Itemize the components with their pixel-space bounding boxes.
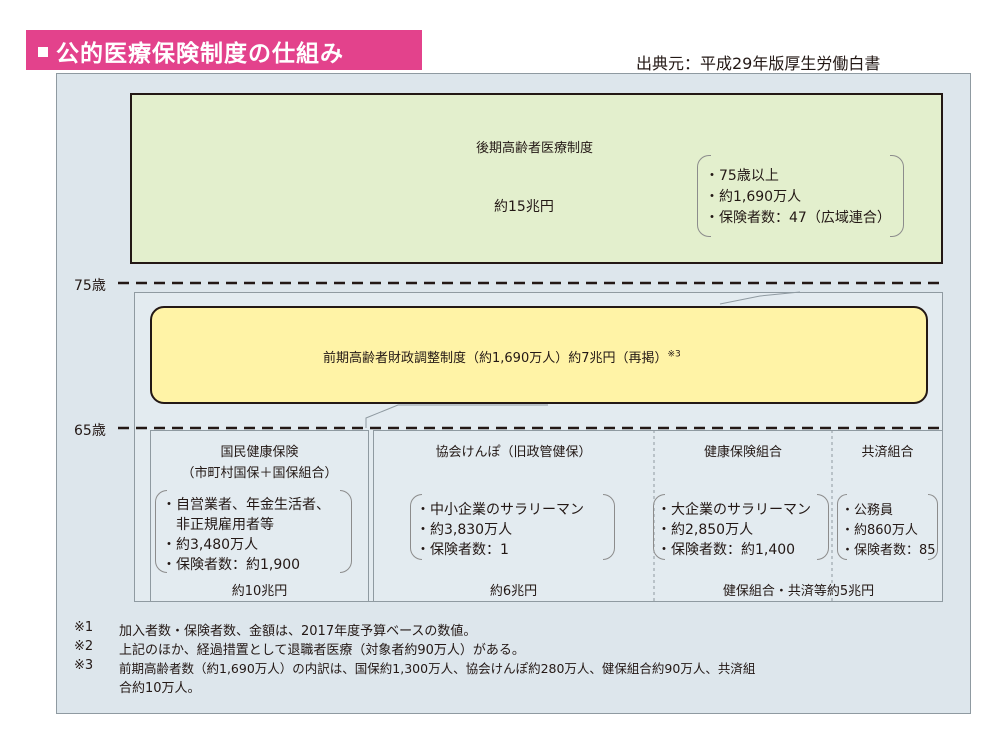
note-mark: ※1 [74, 620, 94, 635]
kenpo-name: 協会けんぽ（旧政管健保） [435, 445, 592, 460]
early-elderly-note-mark: ※3 [667, 349, 681, 360]
kumiai-name: 健康保険組合 [703, 445, 782, 460]
late-elderly-box [130, 93, 943, 264]
page-title: 公的医療保険制度の仕組み [38, 34, 344, 68]
nhi-bullet: ・自営業者、年金生活者、 [162, 497, 330, 513]
kenpo-bullet: ・約3,830万人 [416, 522, 513, 538]
nhi-bullet: ・保険者数：約1,900 [162, 557, 301, 573]
connector-left [365, 404, 548, 428]
note-mark: ※3 [74, 658, 94, 673]
late-bullet: ・約1,690万人 [705, 189, 802, 205]
late-bullet: ・保険者数：47（広域連合） [705, 210, 891, 226]
kumiai-brace-right [817, 494, 829, 560]
early-elderly-box [150, 306, 928, 404]
nhi-bullet: 非正規雇用者等 [162, 517, 274, 533]
kumiai-bullet: ・約2,850万人 [657, 522, 754, 538]
age-65-label: 65歳 [74, 423, 106, 439]
nhi-name-sub: （市町村国保＋国保組合） [181, 466, 338, 481]
kenpo-bullet: ・中小企業のサラリーマン [416, 502, 584, 518]
employee-box [373, 430, 943, 602]
note-text: 前期高齢者数（約1,690万人）の内訳は、国保約1,300万人、協会けんぽ約28… [119, 661, 756, 676]
kenpo-bullet: ・保険者数：1 [416, 542, 509, 558]
kenpo-amount: 約6兆円 [489, 584, 538, 599]
note-text: 加入者数・保険者数、金額は、2017年度予算ベースの数値。 [119, 624, 477, 639]
late-elderly-amount: 約15兆円 [494, 199, 554, 215]
kyosai-bullet: ・約860万人 [841, 523, 918, 538]
note-mark: ※2 [74, 639, 94, 654]
nhi-box [150, 430, 369, 602]
kyosai-bullet: ・公務員 [841, 503, 894, 518]
late-elderly-name: 後期高齢者医療制度 [476, 141, 594, 156]
kumiai-bullet: ・大企業のサラリーマン [657, 502, 811, 518]
combined-amount: 健保組合・共済等約5兆円 [722, 584, 875, 599]
nhi-name: 国民健康保険 [220, 445, 299, 460]
note-text: 上記のほか、経過措置として退職者医療（対象者約90万人）がある。 [119, 643, 525, 658]
late-bullet: ・75歳以上 [705, 168, 779, 184]
age-75-label: 75歳 [74, 278, 106, 294]
note-text: 合約10万人。 [119, 681, 201, 696]
nhi-bullet: ・約3,480万人 [162, 537, 259, 553]
nhi-amount: 約10兆円 [231, 584, 288, 599]
kenpo-brace-right [603, 494, 615, 560]
page-title-text: 公的医療保険制度の仕組み [56, 41, 344, 67]
kyosai-name: 共済組合 [861, 445, 914, 460]
title-square-icon [38, 46, 48, 57]
source-label: 出典元：平成29年版厚生労働白書 [636, 54, 881, 73]
early-elderly-text: 前期高齢者財政調整制度（約1,690万人）約7兆円（再掲） [323, 351, 668, 366]
early-elderly-label: 前期高齢者財政調整制度（約1,690万人）約7兆円（再掲）※3 [323, 347, 681, 366]
kumiai-bullet: ・保険者数：約1,400 [657, 542, 796, 558]
kyosai-bullet: ・保険者数：85 [841, 543, 936, 558]
connector-top [719, 291, 801, 305]
nhi-brace-right [340, 490, 352, 573]
title-bar [26, 30, 422, 70]
